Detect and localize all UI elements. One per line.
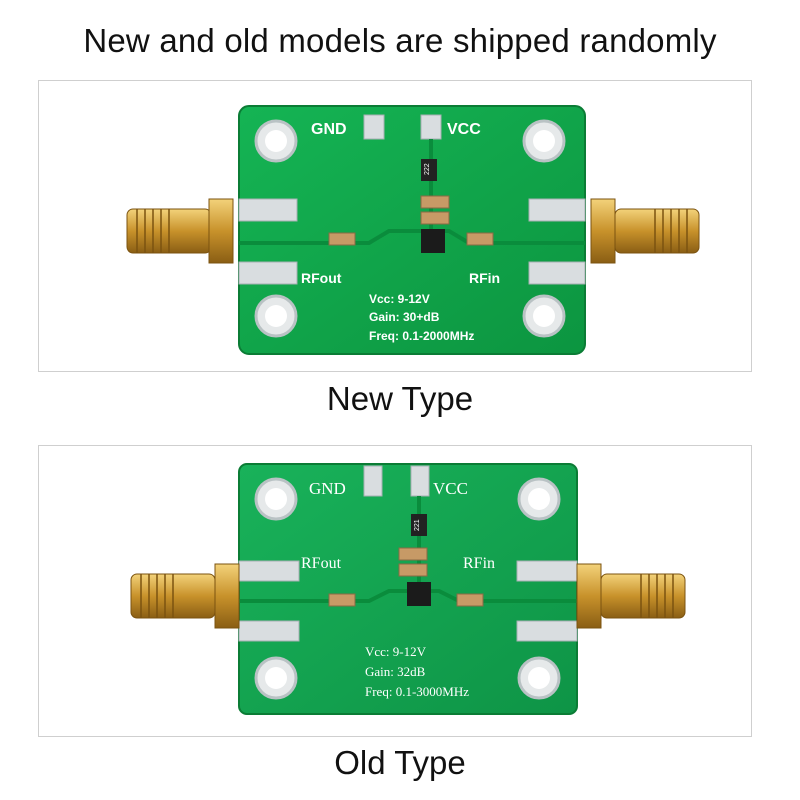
- headline: New and old models are shipped randomly: [83, 22, 717, 59]
- sma-connector-left: [126, 198, 234, 264]
- spec-gain: Gain: 32dB: [365, 664, 426, 679]
- sma-connector-right: [576, 563, 686, 629]
- spec-vcc: Vcc: 9-12V: [369, 292, 430, 306]
- smd-components: 222: [328, 159, 494, 253]
- new-type-photo-frame: 222 GND VCC RFout RFin Vcc: 9-12V: [38, 80, 752, 372]
- spec-gain: Gain: 30+dB: [369, 310, 440, 324]
- new-type-caption: New Type: [326, 380, 474, 417]
- amplifier-chip: [421, 229, 445, 253]
- rfout-label: RFout: [301, 555, 342, 572]
- gnd-label: GND: [311, 121, 347, 138]
- spec-freq: Freq: 0.1-3000MHz: [365, 684, 469, 699]
- sma-connector-right: [590, 198, 700, 264]
- old-type-board-photo: 221 GND VCC RFout RFin Vcc: 9-12V Gain: …: [130, 463, 686, 715]
- mounting-holes: [254, 119, 566, 338]
- sma-connector-left: [130, 563, 240, 629]
- spec-vcc: Vcc: 9-12V: [365, 644, 427, 659]
- rfin-label: RFin: [469, 270, 500, 286]
- gnd-label: GND: [309, 479, 346, 498]
- rfin-label: RFin: [463, 555, 495, 572]
- old-type-caption: Old Type: [334, 744, 466, 781]
- rfout-label: RFout: [301, 270, 342, 286]
- svg-text:222: 222: [424, 163, 431, 175]
- vcc-label: VCC: [433, 479, 468, 498]
- new-type-board-photo: 222 GND VCC RFout RFin Vcc: 9-12V: [126, 105, 700, 355]
- amplifier-chip: [407, 582, 431, 606]
- smd-components: 221: [328, 514, 484, 607]
- svg-text:221: 221: [414, 519, 421, 531]
- vcc-label: VCC: [447, 121, 481, 138]
- old-type-photo-frame: 221 GND VCC RFout RFin Vcc: 9-12V Gain: …: [38, 445, 752, 737]
- spec-freq: Freq: 0.1-2000MHz: [369, 329, 474, 343]
